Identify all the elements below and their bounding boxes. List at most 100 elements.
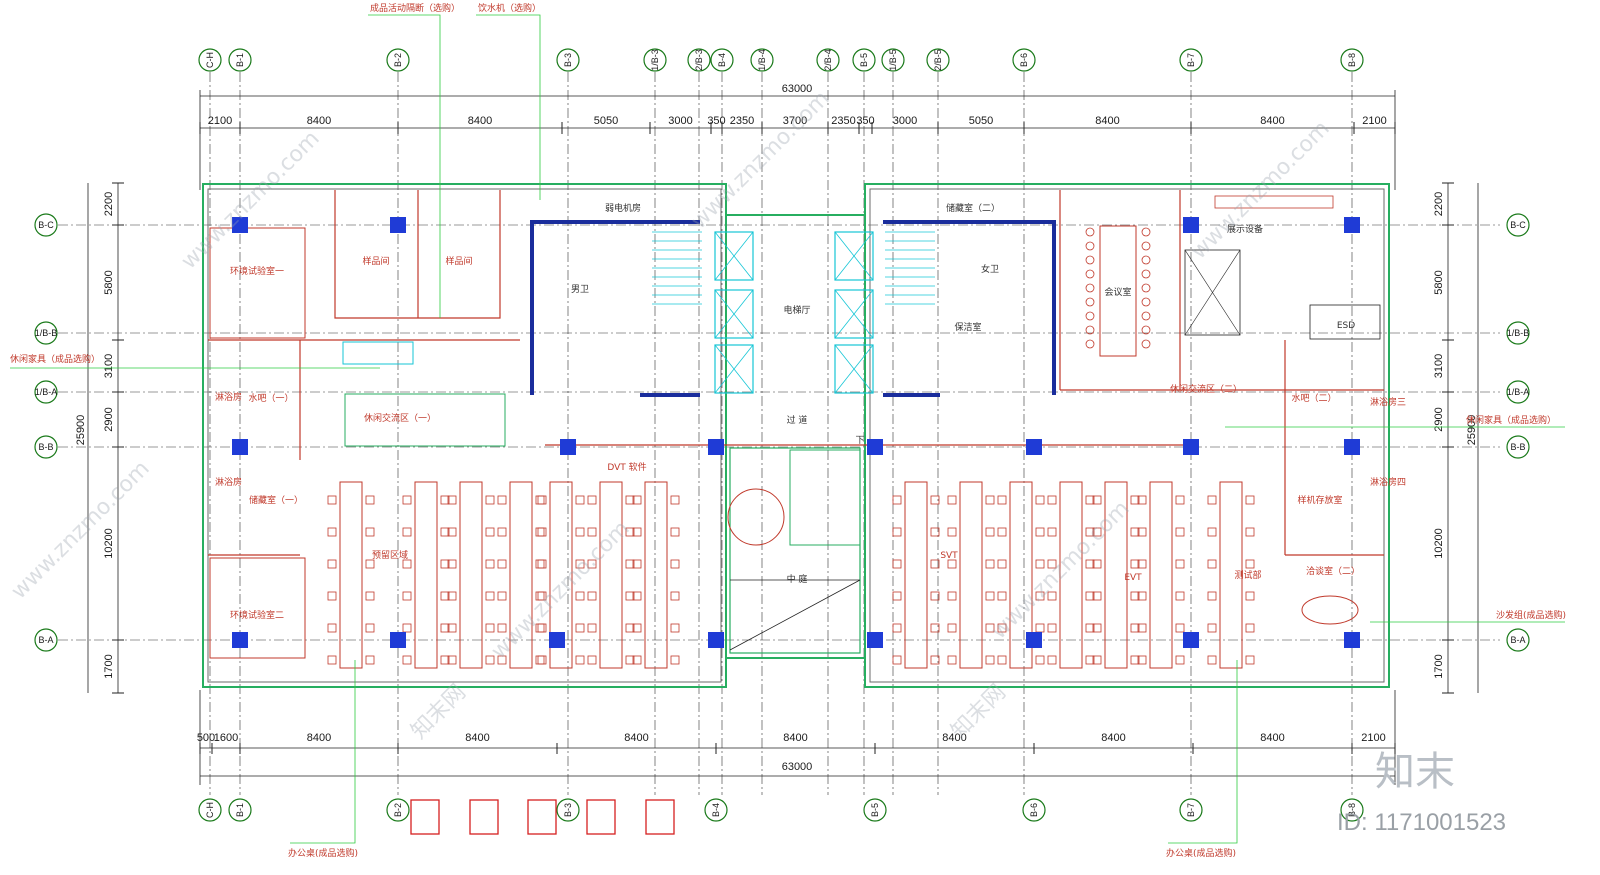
chair [632,591,642,601]
chair [625,655,635,665]
chair [670,559,680,569]
left-axis-circle [34,380,58,404]
elevator-diag [834,231,874,281]
chair [1130,495,1140,505]
side-dimension-lines [87,183,1479,693]
left-dim-4: 10200 [103,528,115,559]
note-water-dispenser: 饮水机（选购） [478,2,541,14]
legend-squares [410,799,675,835]
chair [1092,559,1102,569]
top-total-dimension: 63000 [782,83,813,95]
top-axis-3-label: B-3 [563,53,573,67]
chair [365,591,375,601]
left-axis-circle [34,435,58,459]
chair [1137,495,1147,505]
chair [587,655,597,665]
chair [1207,623,1217,633]
column [867,632,883,648]
chair [997,527,1007,537]
watermark-brand-1: 知末网 [407,680,471,744]
column [1183,632,1199,648]
chair [587,559,597,569]
bottom-axis-8-circle [1340,798,1364,822]
top-axis-8-label: 2/B-4 [823,49,833,71]
room-partitions [208,190,1384,556]
label-water-bar-1: 水吧（一） [248,392,293,404]
desk-row [1149,481,1173,669]
chair [1047,527,1057,537]
left-axis-label: B-C [38,220,54,230]
meeting-chair [1085,325,1095,335]
desk-row [414,481,438,669]
chair [670,527,680,537]
structural-columns [232,217,1360,648]
bottom-axis-3-label: B-3 [563,803,573,817]
bottom-axis-6-circle [1022,798,1046,822]
chair [497,527,507,537]
meeting-chair [1085,227,1095,237]
chair [402,591,412,601]
top-axis-8-circle [816,48,840,72]
chair [997,495,1007,505]
desk-row [959,481,983,669]
top-dim-5: 350 [707,115,725,127]
top-dim-4: 3000 [668,115,692,127]
chair [1047,655,1057,665]
label-corridor: 过 道 [787,414,808,426]
chair [670,591,680,601]
chair [440,495,450,505]
desk-row [599,481,623,669]
elevator-diag [714,344,754,394]
label-shower-2: 淋浴房 [215,476,242,488]
chair [497,591,507,601]
chair [537,623,547,633]
right-axis-label: B-A [1510,635,1525,645]
bottom-axis-8-label: B-8 [1347,803,1357,817]
left-axis-label: B-B [38,442,53,452]
chair [1085,527,1095,537]
chair [985,655,995,665]
env-test-2-bench [209,557,306,659]
top-axis-10-circle [881,48,905,72]
chair [402,655,412,665]
elevator-shafts [652,231,935,394]
chair [497,623,507,633]
chair [365,495,375,505]
top-axis-7-circle [750,48,774,72]
chair [587,623,597,633]
bottom-axis-3-circle [556,798,580,822]
top-axis-10-label: 1/B-5 [888,49,898,71]
chair [947,495,957,505]
meeting-chair [1141,255,1151,265]
label-courtyard: 中 庭 [787,573,808,585]
chair [947,559,957,569]
column [390,217,406,233]
chair [985,623,995,633]
chair [327,655,337,665]
top-axis-13-circle [1179,48,1203,72]
column [708,439,724,455]
sofa-table [1301,595,1359,625]
chair [402,559,412,569]
watermark-url-4: www.znzmo.com [7,456,155,604]
chair [497,559,507,569]
chair [1245,495,1255,505]
chair [535,495,545,505]
column [1344,632,1360,648]
bottom-axis-4-circle [704,798,728,822]
meeting-chair [1141,227,1151,237]
chair [575,495,585,505]
top-axis-14-circle [1340,48,1364,72]
top-dim-10: 3000 [893,115,917,127]
column [390,632,406,648]
label-leisure-2: 休闲交流区（二） [1170,383,1242,395]
top-axis-9-label: B-5 [859,53,869,67]
chair [440,559,450,569]
chair [537,655,547,665]
top-dim-3: 5050 [594,115,618,127]
chair [327,591,337,601]
label-negotiation-2: 洽谈室（二） [1306,565,1360,577]
chair [930,559,940,569]
